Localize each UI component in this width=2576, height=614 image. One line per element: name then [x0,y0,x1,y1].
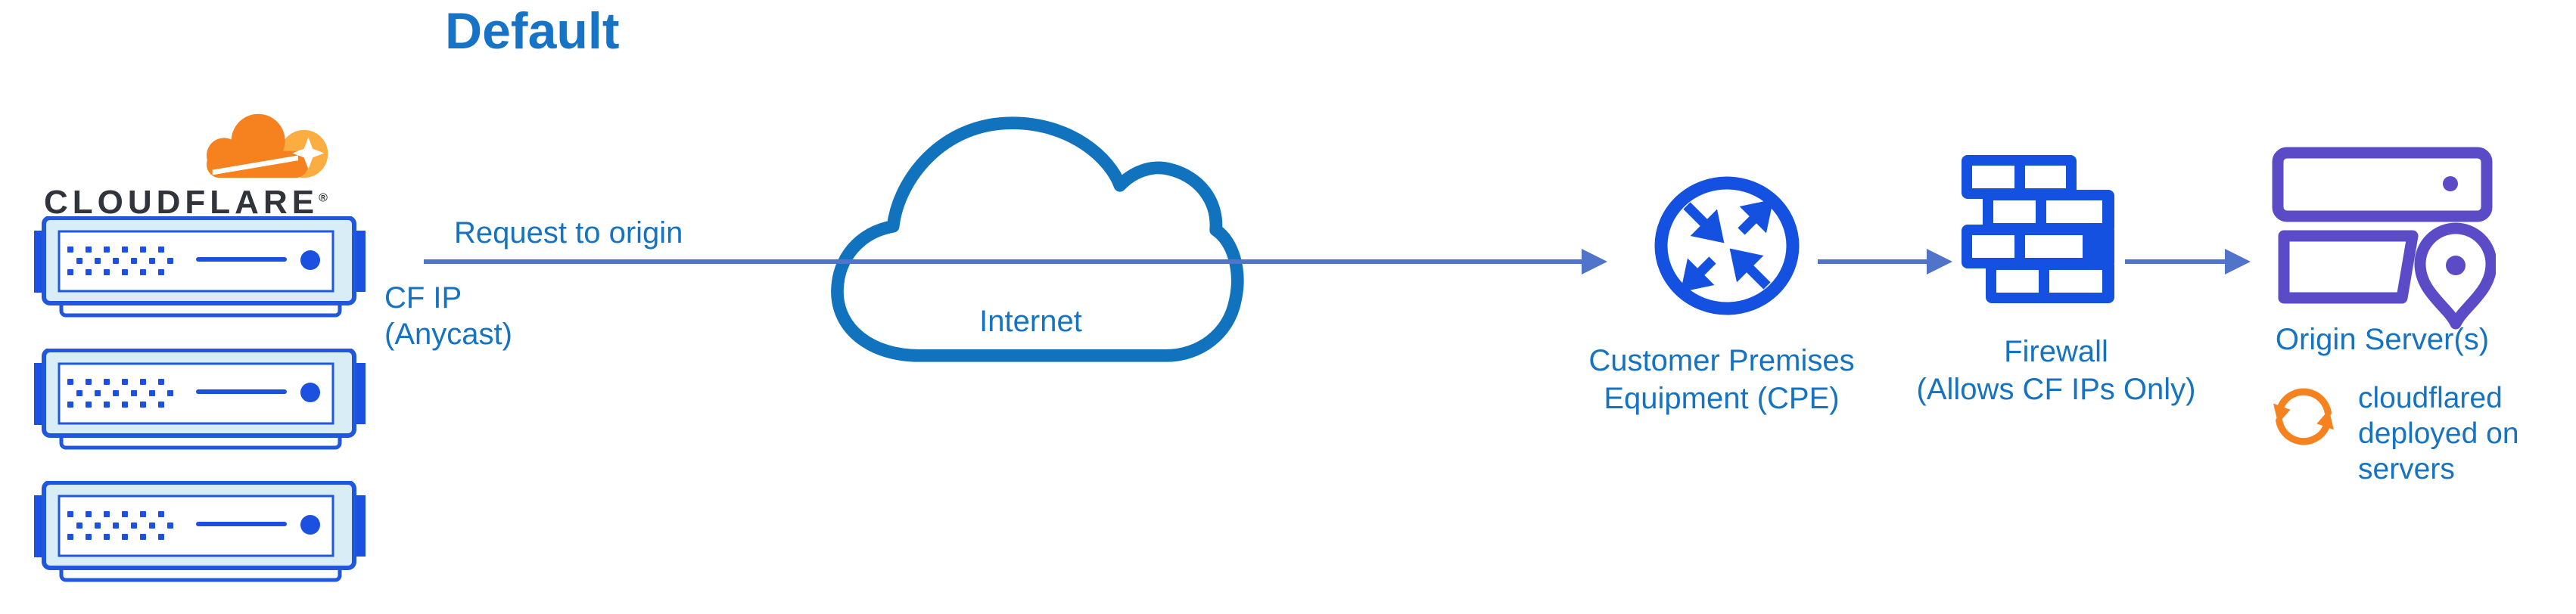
cpe-router-icon [1654,176,1800,315]
firewall-to-origin-arrow-line [2125,259,2225,264]
cloudflared-note-line2: deployed on [2358,417,2519,450]
firewall-to-origin-arrowhead [2225,249,2251,274]
cloudflared-note: cloudflared deployed on servers [2358,380,2576,487]
cloudflared-note-line3: servers [2358,453,2455,485]
cf-ip-label-line1: CF IP [384,281,462,315]
cpe-label-line2: Equipment (CPE) [1604,382,1840,415]
cloudflare-server-icon-1 [34,216,366,319]
internet-label: Internet [979,305,1082,338]
registered-trademark: ® [319,191,328,205]
cpe-label: Customer Premises Equipment (CPE) [1529,342,1915,417]
firewall-icon [1962,155,2114,303]
cloudflared-note-line1: cloudflared [2358,382,2503,414]
cloudflare-logo-icon [189,113,334,181]
cloudflare-server-icon-3 [34,481,366,584]
firewall-label-line2: (Allows CF IPs Only) [1916,373,2196,406]
cloudflare-wordmark-text: CLOUDFLARE [44,184,319,221]
origin-server-label: Origin Server(s) [2275,323,2490,356]
internet-cloud-icon [831,116,1244,362]
cloudflare-server-icon-2 [34,349,366,451]
request-to-origin-arrow-line [424,259,1582,264]
cloudflared-sync-icon [2273,388,2334,445]
cpe-label-line1: Customer Premises [1588,344,1855,377]
cf-ip-label-line2: (Anycast) [384,318,512,351]
page-title: Default [445,2,620,60]
request-to-origin-arrowhead [1582,249,1607,274]
cf-ip-label: CF IP (Anycast) [384,280,512,352]
cloudflare-wordmark: CLOUDFLARE® [44,184,347,222]
cpe-to-firewall-arrow-line [1818,259,1927,264]
request-arrow-label: Request to origin [454,216,683,250]
origin-server-icon [2272,147,2496,330]
firewall-label: Firewall (Allows CF IPs Only) [1863,333,2249,408]
firewall-label-line1: Firewall [2004,335,2108,368]
cpe-to-firewall-arrowhead [1927,249,1952,274]
